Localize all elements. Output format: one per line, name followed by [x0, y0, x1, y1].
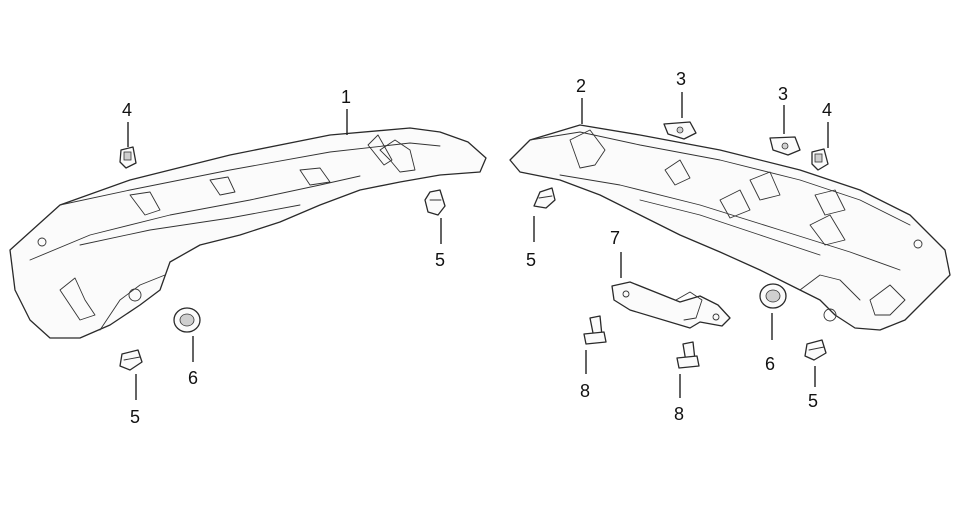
callout-5-upper-right: 5	[526, 250, 536, 270]
callout-5-lower-left: 5	[130, 407, 140, 427]
clip-5-upper-right	[533, 187, 556, 209]
callout-8-left: 8	[580, 381, 590, 401]
callout-8-right: 8	[674, 404, 684, 424]
callout-3-left: 3	[676, 69, 686, 89]
speed-nut-3-left	[663, 121, 697, 140]
clip-5-lower-left	[119, 349, 143, 371]
clip-4-left	[119, 146, 137, 169]
callout-4-right: 4	[822, 100, 832, 120]
bolt-8-left	[583, 315, 607, 345]
callout-5-lower-right: 5	[808, 391, 818, 411]
callout-6-left: 6	[188, 368, 198, 388]
bolt-8-right	[676, 341, 700, 369]
callout-1: 1	[341, 87, 351, 107]
clip-5-lower-right	[804, 339, 827, 361]
leader-lines	[127, 92, 829, 400]
bracket-7	[611, 281, 731, 329]
callout-5-upper-left: 5	[435, 250, 445, 270]
callout-4-left: 4	[122, 100, 132, 120]
callout-2: 2	[576, 76, 586, 96]
clip-4-right	[811, 148, 829, 171]
left-side-cover-panel	[9, 127, 487, 339]
right-side-cover-panel	[509, 124, 951, 331]
speed-nut-3-right	[769, 136, 801, 156]
grommet-6-right	[759, 283, 787, 309]
callout-3-right: 3	[778, 84, 788, 104]
clip-5-upper-left	[424, 189, 446, 216]
grommet-6-left	[173, 307, 201, 333]
callout-numbers: 1 2 3 3 4 4 5 5 5 5 6 6 7 8 8	[122, 69, 832, 427]
callout-7: 7	[610, 228, 620, 248]
callout-6-right: 6	[765, 354, 775, 374]
